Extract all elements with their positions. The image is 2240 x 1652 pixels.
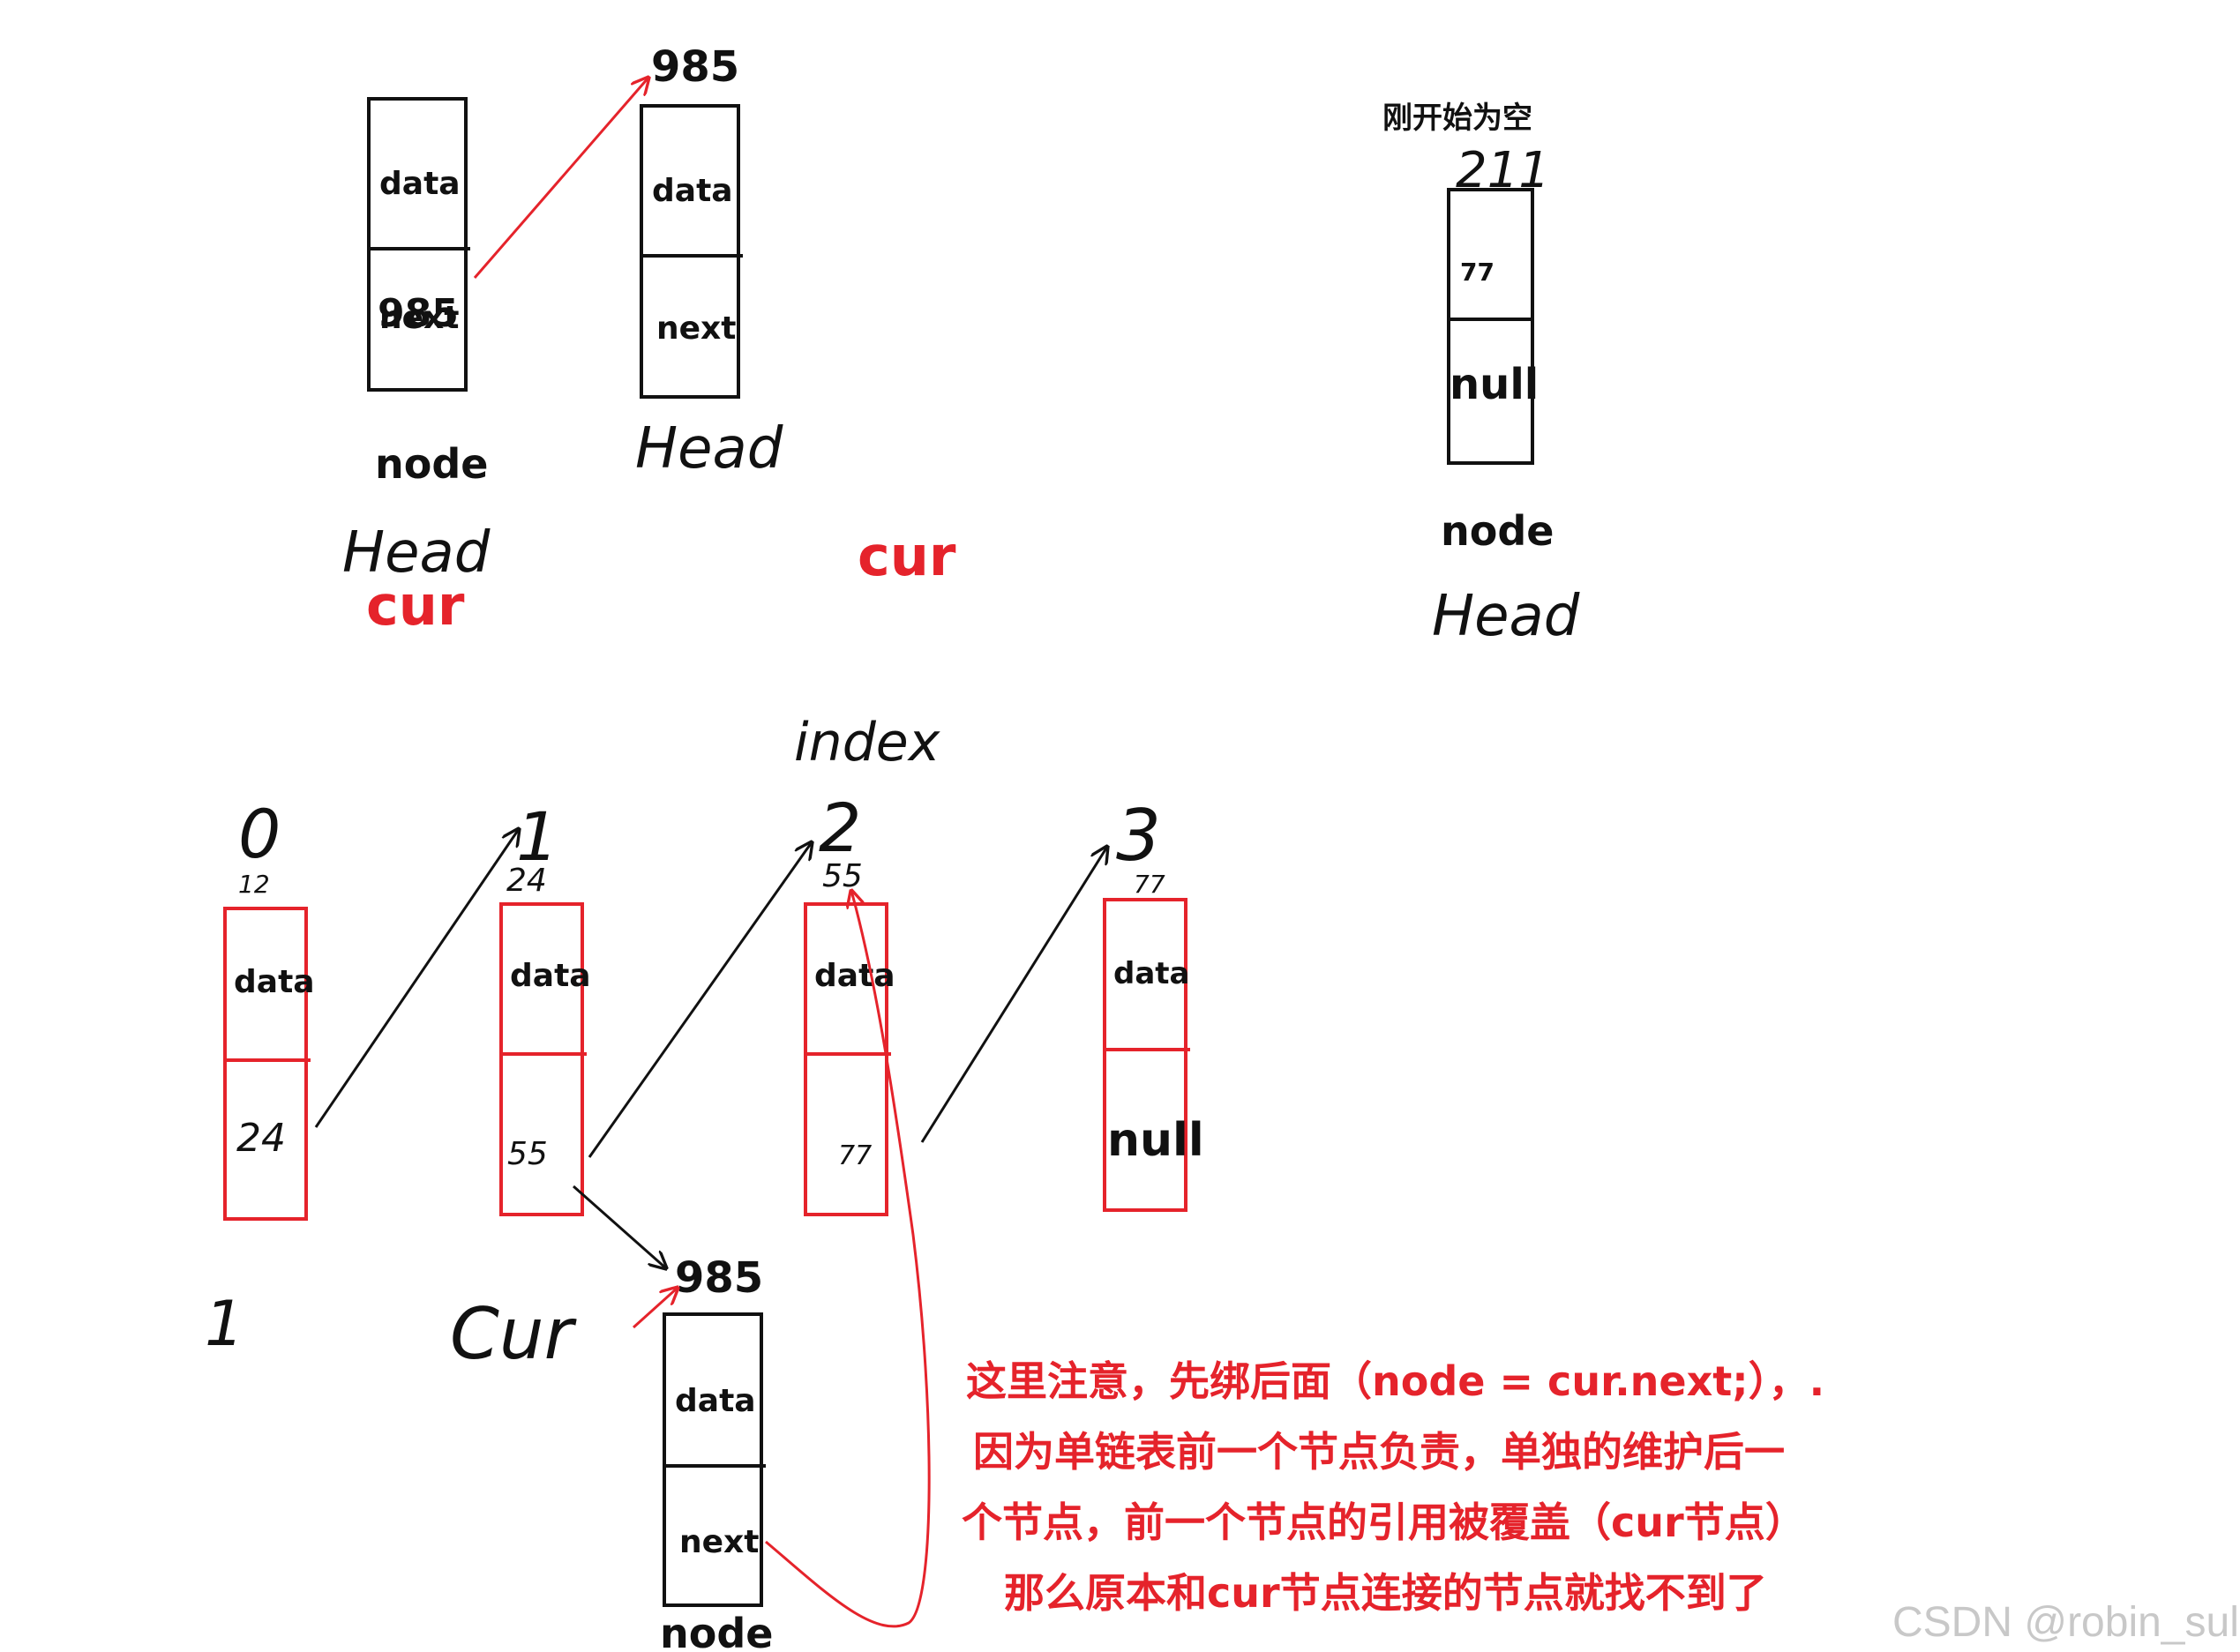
note-line-4: 那么原本和cur节点连接的节点就找不到了 xyxy=(1004,1569,1767,1617)
bottom-node-1-addr: 24 xyxy=(506,863,547,899)
top-node-1-next-new: 985 xyxy=(378,291,459,336)
bottom-node-1-below: Cur xyxy=(450,1293,578,1375)
new-node-addr: 985 xyxy=(675,1253,763,1303)
single-caption: 刚开始为空 xyxy=(1382,101,1532,136)
bottom-node-1-next: 55 xyxy=(507,1136,548,1172)
bottom-node-2: 2 55 data 77 xyxy=(804,789,895,1216)
red-arrow-new-to-node2 xyxy=(765,891,931,1628)
arrow-1-new xyxy=(573,1185,666,1268)
top-node-2-head: Head xyxy=(635,416,783,482)
single-next: null xyxy=(1450,360,1539,409)
single-head: Head xyxy=(1432,584,1580,649)
bottom-node-3-addr: 77 xyxy=(1134,870,1165,899)
index-label: index xyxy=(794,712,940,774)
note-line-3: 个节点，前一个节点的引用被覆盖（cur节点） xyxy=(962,1499,1806,1546)
top-node-1-name: node xyxy=(375,440,488,488)
new-node-data: data xyxy=(675,1383,756,1419)
bottom-node-1: 1 24 data 55 Cur xyxy=(450,797,591,1375)
single-name: node xyxy=(1441,507,1554,555)
bottom-node-3-next: null xyxy=(1107,1114,1204,1167)
top-node-2-addr: 985 xyxy=(651,42,739,92)
bottom-node-0-next: 24 xyxy=(236,1116,286,1161)
arrow-0-1 xyxy=(314,829,519,1128)
top-node-1-next-old: next xyxy=(379,300,459,336)
top-node-1: data next 985 node Head cur xyxy=(342,97,491,638)
bottom-node-3: 3 77 data null xyxy=(1103,795,1204,1212)
top-node-1-head: Head xyxy=(342,520,491,586)
new-node-name: node xyxy=(660,1610,773,1652)
top-cur-label: cur xyxy=(858,524,956,588)
red-arrow-cur-to-new xyxy=(632,1288,678,1329)
bottom-node-0: 0 12 data 24 1 xyxy=(205,795,315,1360)
bottom-node-2-addr: 55 xyxy=(822,858,863,894)
bottom-node-0-below: 1 xyxy=(205,1288,244,1360)
top-red-arrow xyxy=(473,78,648,279)
new-node: 985 data next node xyxy=(660,1253,773,1652)
top-node-1-data: data xyxy=(379,166,461,202)
watermark: CSDN @robin_suli xyxy=(1892,1599,2240,1646)
bottom-node-1-index: 1 xyxy=(516,797,558,876)
bottom-node-0-addr: 12 xyxy=(238,870,270,899)
bottom-node-0-data: data xyxy=(234,964,315,1000)
bottom-node-1-data: data xyxy=(510,958,591,994)
top-single-node: 刚开始为空 211 77 null node Head xyxy=(1382,101,1580,649)
bottom-node-2-index: 2 xyxy=(819,789,861,867)
bottom-node-2-next: 77 xyxy=(838,1140,872,1171)
arrow-1-2 xyxy=(588,842,812,1158)
new-node-next: next xyxy=(679,1524,759,1560)
bottom-node-3-data: data xyxy=(1113,956,1189,991)
arrow-2-3 xyxy=(920,847,1107,1143)
top-node-2: 985 data next Head xyxy=(635,42,783,482)
bottom-node-0-index: 0 xyxy=(238,795,281,873)
top-node-2-data: data xyxy=(652,173,733,209)
bottom-node-3-index: 3 xyxy=(1116,795,1161,877)
bottom-node-2-data: data xyxy=(814,958,895,994)
note-line-2: 因为单链表前一个节点负责，单独的维护后一 xyxy=(973,1428,1785,1476)
top-node-1-cur: cur xyxy=(366,573,465,638)
explanation-note: 这里注意，先绑后面（node = cur.next;），. 因为单链表前一个节点… xyxy=(962,1357,1824,1617)
note-line-1: 这里注意，先绑后面（node = cur.next;），. xyxy=(966,1357,1824,1405)
top-node-2-next: next xyxy=(656,310,736,347)
single-data: 77 xyxy=(1460,258,1495,287)
